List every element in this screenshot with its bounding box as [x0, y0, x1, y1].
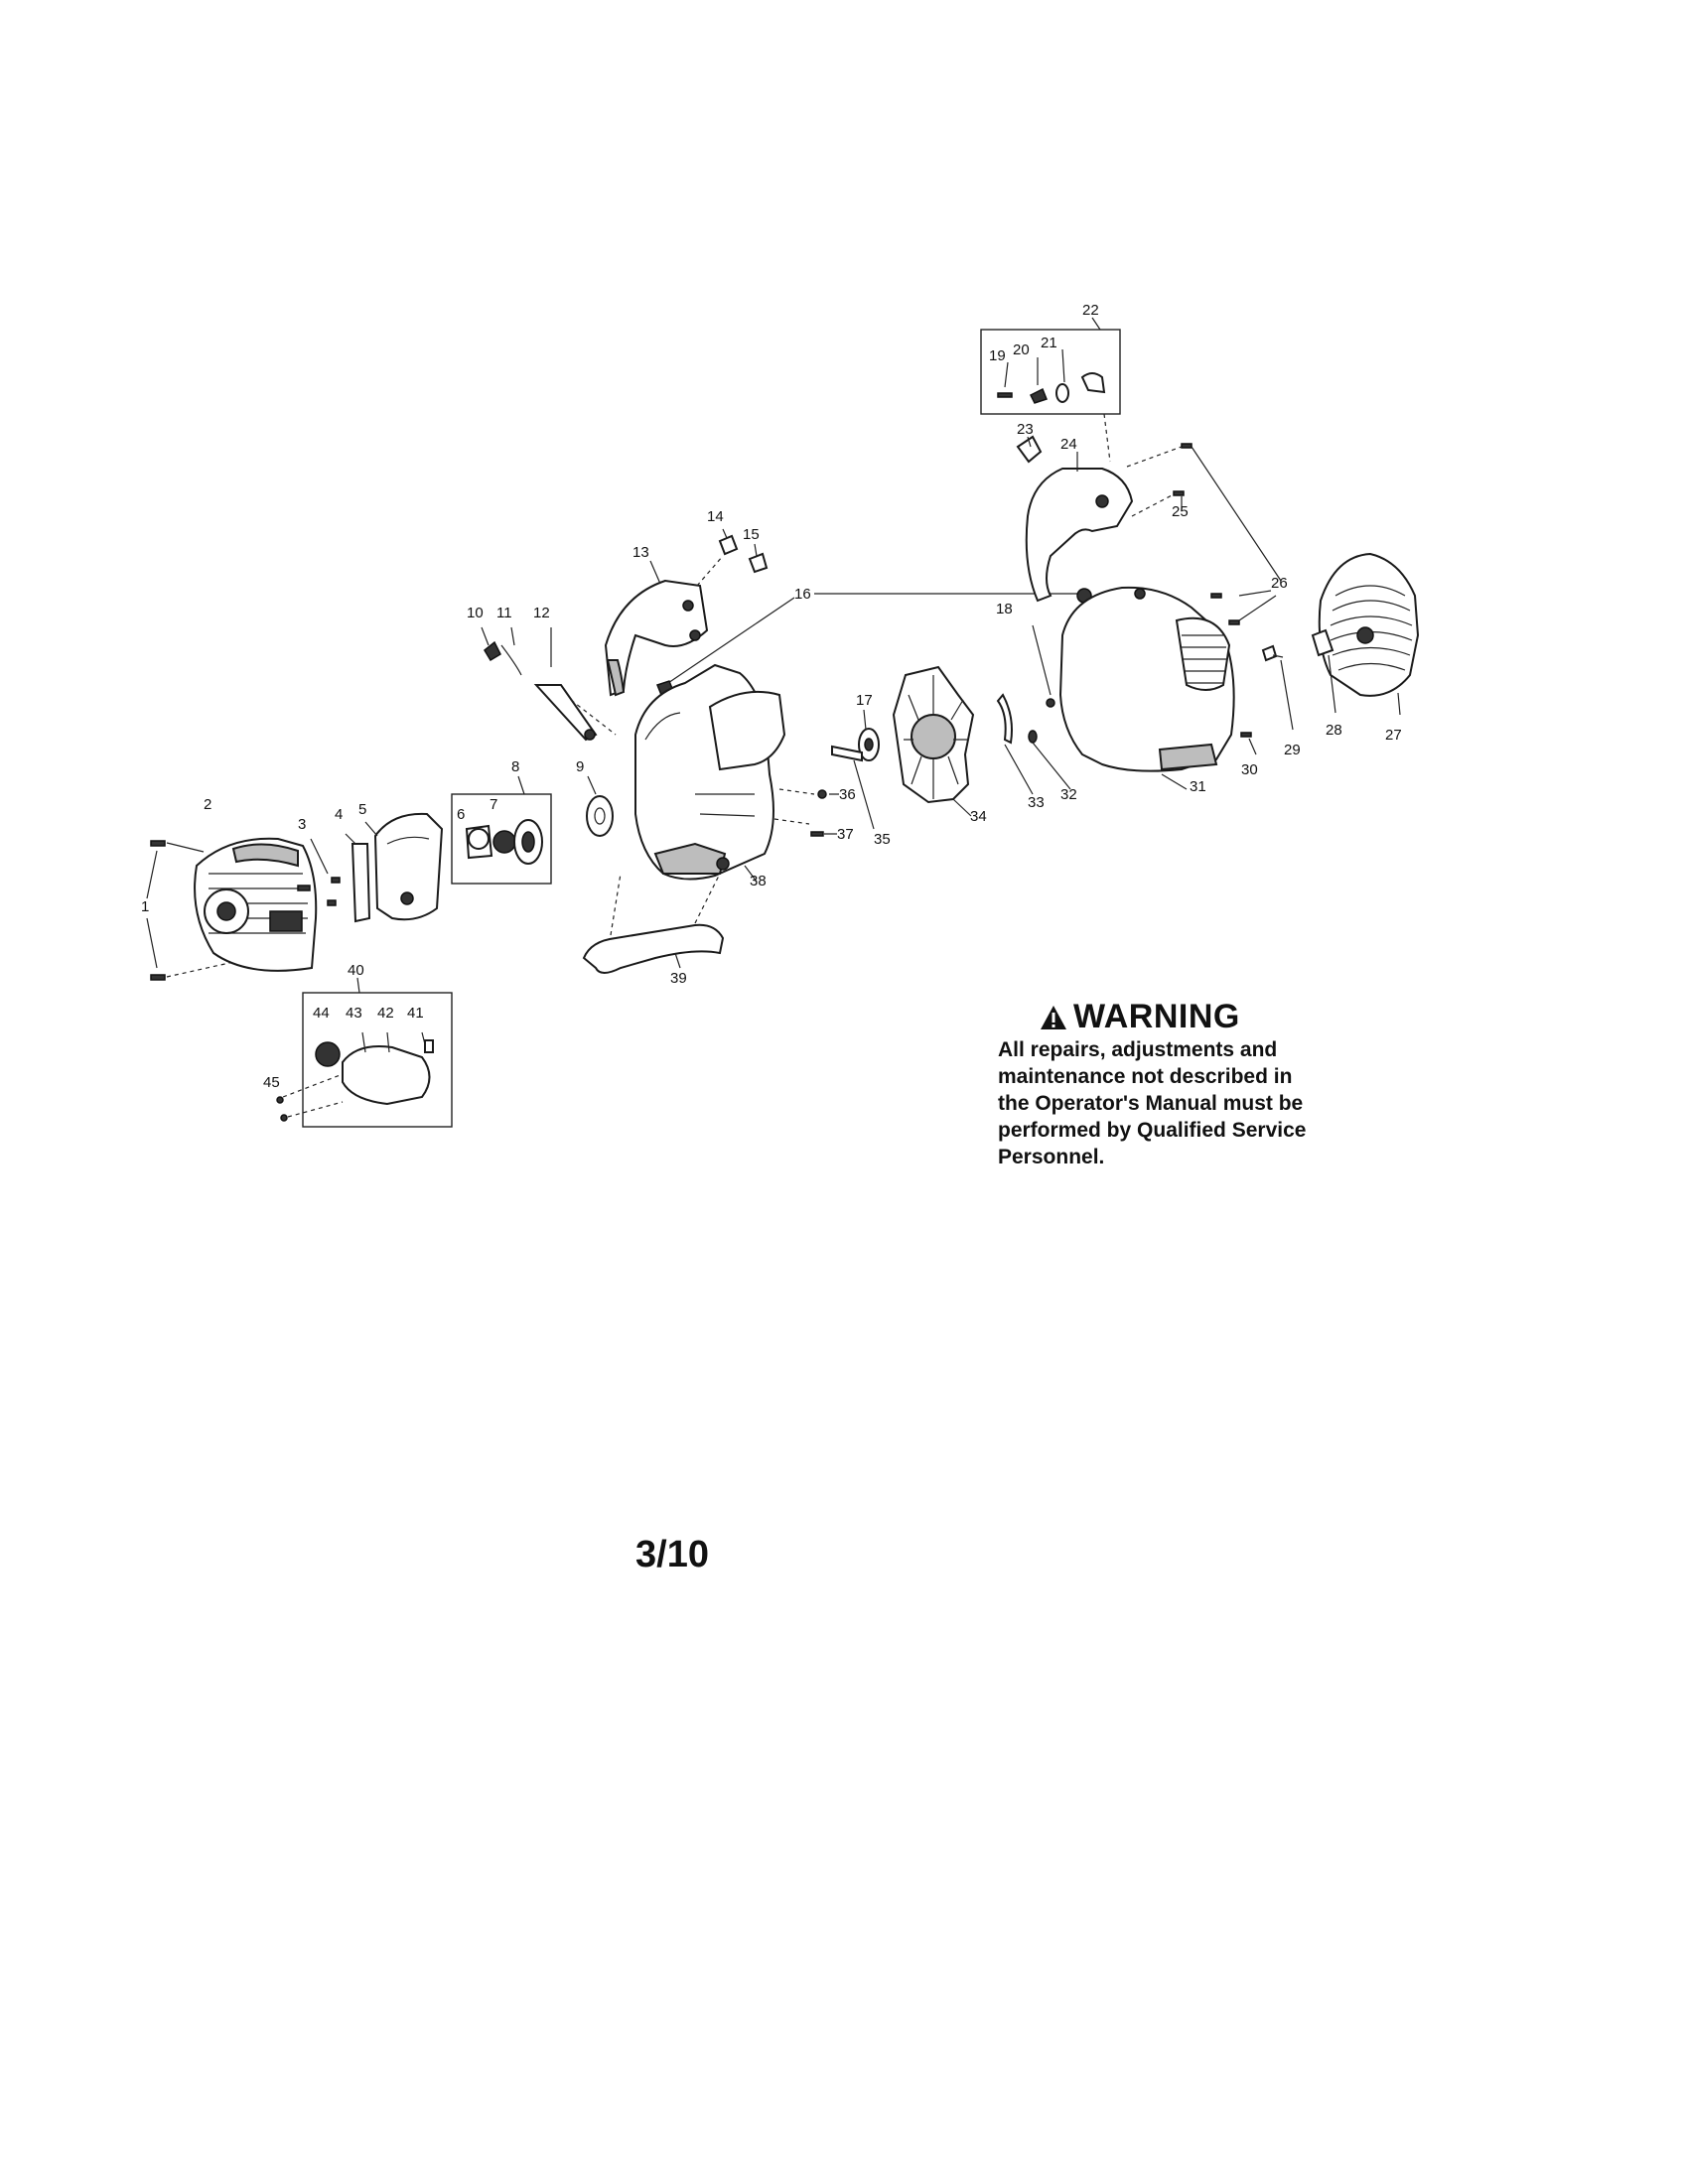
label-30: 30	[1241, 761, 1258, 778]
label-13: 13	[632, 544, 649, 561]
label-3: 3	[298, 816, 306, 833]
label-41: 41	[407, 1005, 424, 1022]
label-42: 42	[377, 1005, 394, 1022]
label-39: 39	[670, 970, 687, 987]
part-1-screws	[146, 840, 239, 981]
part-2-engine-cover	[194, 837, 318, 972]
warning-notice: WARNING All repairs, adjustments and mai…	[998, 998, 1415, 1170]
label-15: 15	[743, 526, 760, 543]
warning-line-5: Personnel.	[998, 1146, 1105, 1168]
label-7: 7	[490, 796, 497, 813]
label-43: 43	[346, 1005, 362, 1022]
label-12: 12	[533, 605, 550, 621]
parts-25-26-screws	[1126, 443, 1282, 625]
label-4: 4	[335, 806, 343, 823]
label-25: 25	[1172, 503, 1189, 520]
part-34-impeller	[892, 665, 975, 817]
label-27: 27	[1385, 727, 1402, 744]
label-18: 18	[996, 601, 1013, 617]
label-22: 22	[1082, 302, 1099, 319]
label-23: 23	[1017, 421, 1034, 438]
page-number: 3/10	[635, 1534, 709, 1575]
part-number-labels: 1 2 3 4 5 6 7 8 9 10 11 12 13 14 15 16 1…	[141, 302, 1402, 1091]
parts-10-11-12-throttle	[481, 626, 617, 742]
part-3-screws	[297, 838, 341, 906]
part-31-blower-case	[1058, 586, 1235, 790]
label-17: 17	[856, 692, 873, 709]
label-32: 32	[1060, 786, 1077, 803]
warning-line-1: All repairs, adjustments and	[998, 1038, 1278, 1061]
part-22-kit-box	[980, 317, 1121, 463]
exploded-parts-diagram: 1 2 3 4 5 6 7 8 9 10 11 12 13 14 15 16 1…	[141, 302, 1420, 1128]
part-4-gasket	[345, 833, 371, 923]
part-8-kit-box	[451, 775, 552, 885]
label-34: 34	[970, 808, 987, 825]
part-40-kit-box	[276, 977, 453, 1128]
part-39-tube	[582, 873, 725, 974]
label-11: 11	[496, 605, 512, 621]
warning-title-text: WARNING	[1073, 998, 1240, 1035]
warning-title: WARNING	[1040, 998, 1415, 1036]
label-26: 26	[1271, 575, 1288, 592]
label-38: 38	[750, 873, 767, 889]
label-9: 9	[576, 758, 584, 775]
label-14: 14	[707, 508, 724, 525]
label-36: 36	[839, 786, 856, 803]
parts-36-37	[810, 789, 839, 837]
part-9-washer	[586, 775, 614, 837]
label-28: 28	[1326, 722, 1342, 739]
parts-17-35	[831, 709, 880, 830]
label-19: 19	[989, 347, 1006, 364]
warning-triangle-icon	[1041, 1005, 1066, 1029]
parts-23-24-handle	[1016, 435, 1134, 603]
label-24: 24	[1060, 436, 1077, 453]
warning-line-2: maintenance not described in	[998, 1065, 1293, 1088]
label-1: 1	[141, 898, 149, 915]
part-5-starter-housing	[364, 812, 444, 921]
label-20: 20	[1013, 341, 1030, 358]
label-35: 35	[874, 831, 891, 848]
label-33: 33	[1028, 794, 1045, 811]
label-21: 21	[1041, 335, 1057, 351]
part-13-handle	[604, 560, 709, 697]
label-44: 44	[313, 1005, 330, 1022]
label-31: 31	[1190, 778, 1206, 795]
warning-body: All repairs, adjustments and maintenance…	[998, 1036, 1415, 1170]
label-5: 5	[358, 801, 366, 818]
label-16: 16	[794, 586, 811, 603]
label-37: 37	[837, 826, 854, 843]
label-8: 8	[511, 758, 519, 775]
label-29: 29	[1284, 742, 1301, 758]
label-45: 45	[263, 1074, 280, 1091]
parts-28-29-30	[1240, 628, 1336, 755]
part-16-leaders	[656, 588, 1092, 696]
warning-line-3: the Operator's Manual must be	[998, 1092, 1304, 1115]
part-38-blower-housing	[634, 663, 815, 883]
label-6: 6	[457, 806, 465, 823]
part-27-cylinder-cover	[1318, 552, 1420, 716]
parts-18-32-33	[996, 624, 1071, 795]
warning-line-4: performed by Qualified Service	[998, 1119, 1307, 1142]
parts-14-15	[696, 528, 769, 587]
label-10: 10	[467, 605, 484, 621]
label-40: 40	[348, 962, 364, 979]
label-2: 2	[204, 796, 211, 813]
